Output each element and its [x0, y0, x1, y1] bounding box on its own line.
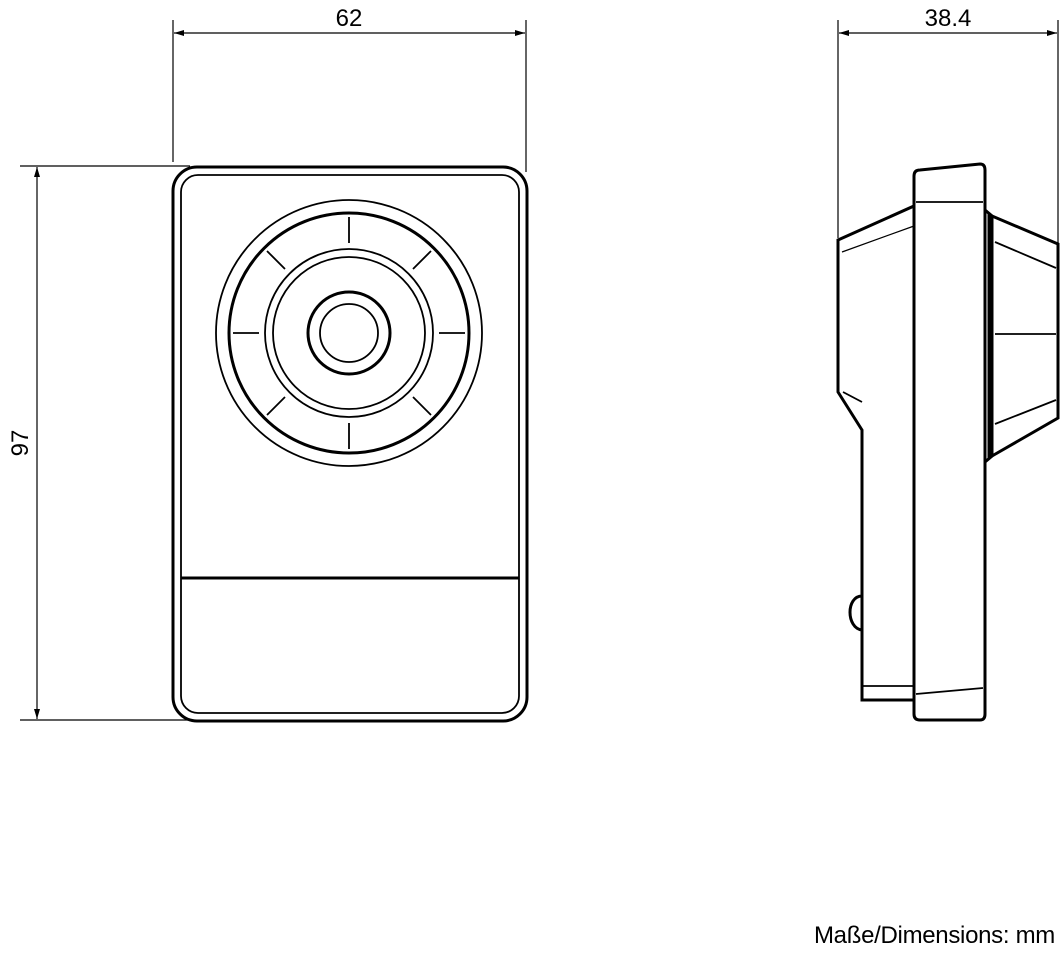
- units-note: Maße/Dimensions: mm: [813, 922, 1055, 949]
- lens-barrel: [306, 290, 392, 376]
- lens-ring-outer: [264, 248, 434, 418]
- bezel-tick-marks: [233, 217, 465, 449]
- side-body-bottom-edge: [915, 687, 984, 695]
- side-lens-cone: [991, 214, 1060, 458]
- side-back-step: [842, 391, 863, 403]
- side-view: [836, 162, 1060, 722]
- side-back-edge: [841, 225, 915, 253]
- lens-ring-inner: [272, 256, 426, 410]
- side-mount-knob: [848, 594, 863, 632]
- depth-value: 38.4: [925, 5, 972, 32]
- side-main-body: [912, 162, 987, 722]
- side-lens-line-top: [994, 241, 1057, 269]
- width-dimension: 62: [172, 5, 527, 172]
- front-view: [171, 165, 529, 723]
- depth-dimension: 38.4: [837, 5, 1059, 244]
- lens-glass: [319, 303, 379, 363]
- lens-bezel-outer: [215, 199, 483, 467]
- side-lens-line-bottom: [994, 399, 1057, 425]
- side-back-housing: [836, 203, 916, 702]
- front-housing-inner: [180, 174, 520, 714]
- lens-bezel-ring: [227, 211, 471, 455]
- width-value: 62: [336, 5, 363, 32]
- height-dimension: 97: [7, 165, 190, 721]
- front-housing-outer: [171, 165, 529, 723]
- height-value: 97: [7, 430, 34, 457]
- camera-lens-assembly: [215, 199, 483, 467]
